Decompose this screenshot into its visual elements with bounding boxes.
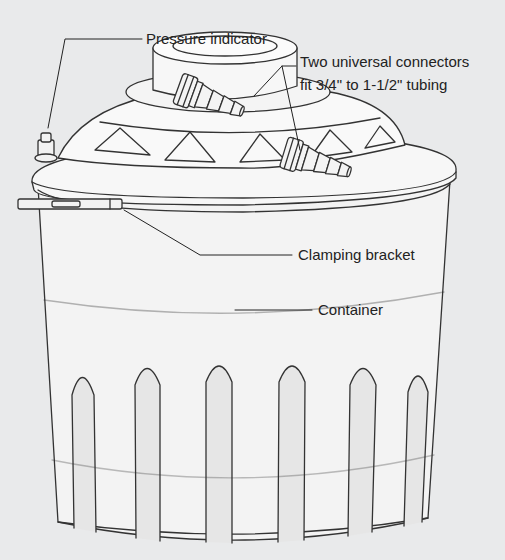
leader-line [48,39,312,310]
callout-label: Container [318,299,383,322]
lid-dome [58,92,405,168]
container-body [38,180,450,540]
callout-label: Two universal connectors fit 3/4" to 1-1… [300,51,478,96]
callout-label: Clamping bracket [298,244,415,267]
hose-connector [173,73,249,127]
callout-label: Pressure indicator [146,28,267,51]
container-ribs [52,366,434,543]
hose-connector [279,137,355,188]
pressure-indicator-knob [35,133,57,162]
clamping-bracket [18,199,122,209]
